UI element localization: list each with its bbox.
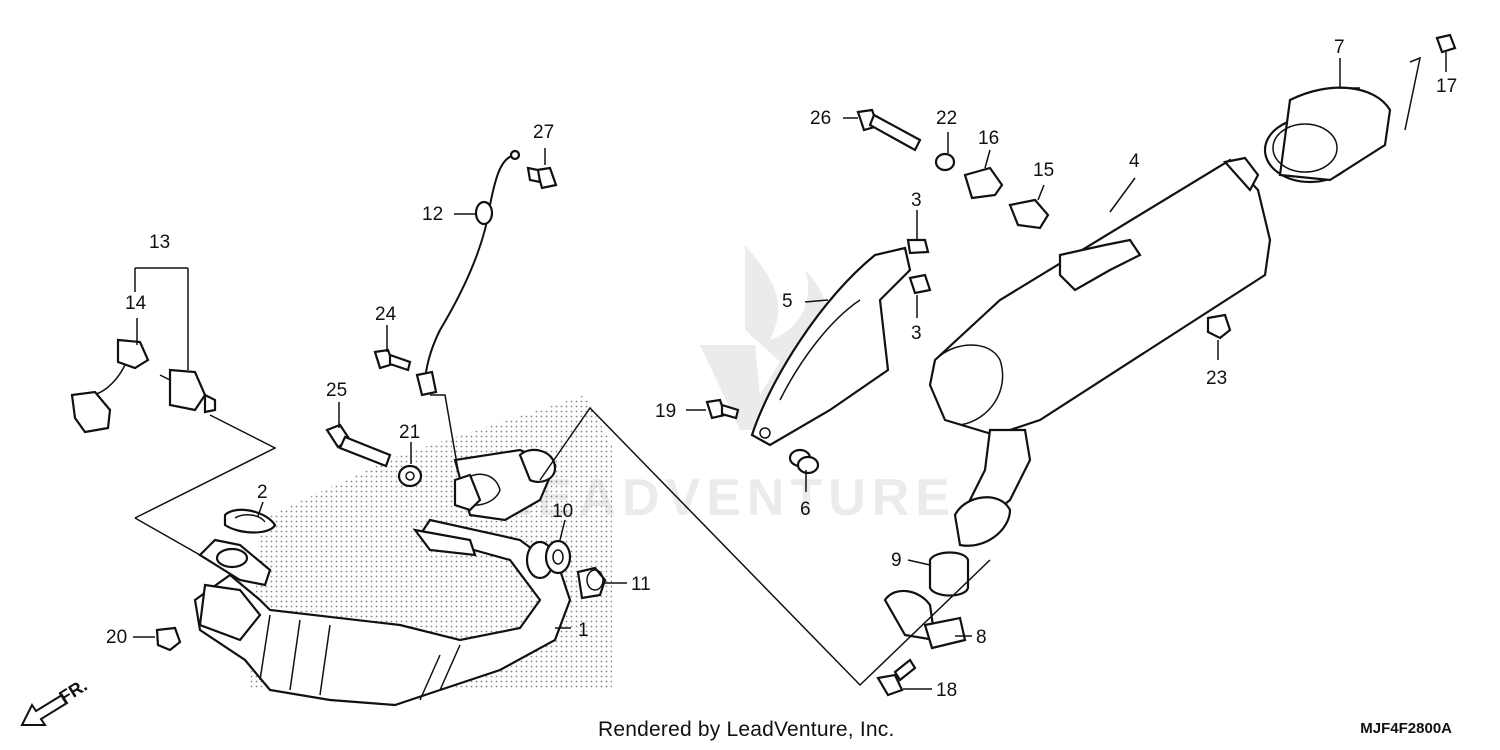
callout-15: 15 [1033,160,1054,181]
collar-15 [1008,198,1050,230]
callout-8: 8 [976,627,987,648]
bolt-24 [373,348,412,372]
joint-9 [928,551,970,597]
callout-19: 19 [655,401,676,422]
rubber-6 [788,448,820,475]
oxygen-sensor [159,368,217,414]
cable-12 [415,149,521,397]
rubber-10 [525,539,572,580]
footer-credit: Rendered by LeadVenture, Inc. [598,718,895,741]
arrow-icon [20,693,69,726]
collar-11 [576,566,607,600]
exhaust-pipe [193,448,572,707]
leader-lines [133,52,1447,690]
callout-23: 23 [1206,368,1227,389]
end-cap [1263,86,1392,184]
callout-25: 25 [326,380,347,401]
front-direction-indicator: FR. [20,675,91,726]
collar-16 [963,166,1004,200]
muffler [928,156,1272,547]
sensor-connector [70,338,150,434]
callout-9: 9 [891,550,902,571]
callout-27: 27 [533,122,554,143]
bolt-27 [526,166,558,190]
callout-3a: 3 [911,190,922,211]
bolt-19 [705,398,740,420]
callout-18: 18 [936,680,957,701]
callout-3b: 3 [911,323,922,344]
callout-16: 16 [978,128,999,149]
nut-23 [1206,313,1232,340]
bolt-25 [325,423,392,468]
gasket [223,508,277,534]
callout-5: 5 [782,291,793,312]
washer-21 [397,464,423,488]
clamp-bracket [453,473,482,512]
callout-2: 2 [257,482,268,503]
bolt-17 [1435,33,1457,54]
washer-22 [934,152,956,172]
callout-17: 17 [1436,76,1457,97]
callout-13: 13 [149,232,170,253]
rubber-3a [906,238,930,255]
callout-14: 14 [125,293,147,314]
rubber-3b [908,273,932,295]
callout-6: 6 [800,499,811,520]
callout-26: 26 [810,108,831,129]
diagram-code: MJF4F2800A [1360,720,1452,737]
callout-10: 10 [552,501,573,522]
callout-20: 20 [106,627,127,648]
exhaust-flange [198,538,272,642]
callout-7: 7 [1334,37,1345,58]
callout-4: 4 [1129,151,1140,172]
bolt-18 [876,658,917,697]
bolt-26 [856,108,922,152]
clamp-8 [883,589,967,650]
callout-11: 11 [631,574,651,595]
nut-20 [155,626,182,652]
callout-22: 22 [936,108,957,129]
callout-12: 12 [422,204,443,225]
callout-labels: 1 2 3 3 4 5 6 7 8 9 10 11 12 13 14 15 16… [106,37,1457,701]
callout-21: 21 [399,422,420,443]
muffler-heat-guard [750,246,912,447]
callout-24: 24 [375,304,397,325]
callout-1: 1 [578,620,589,641]
